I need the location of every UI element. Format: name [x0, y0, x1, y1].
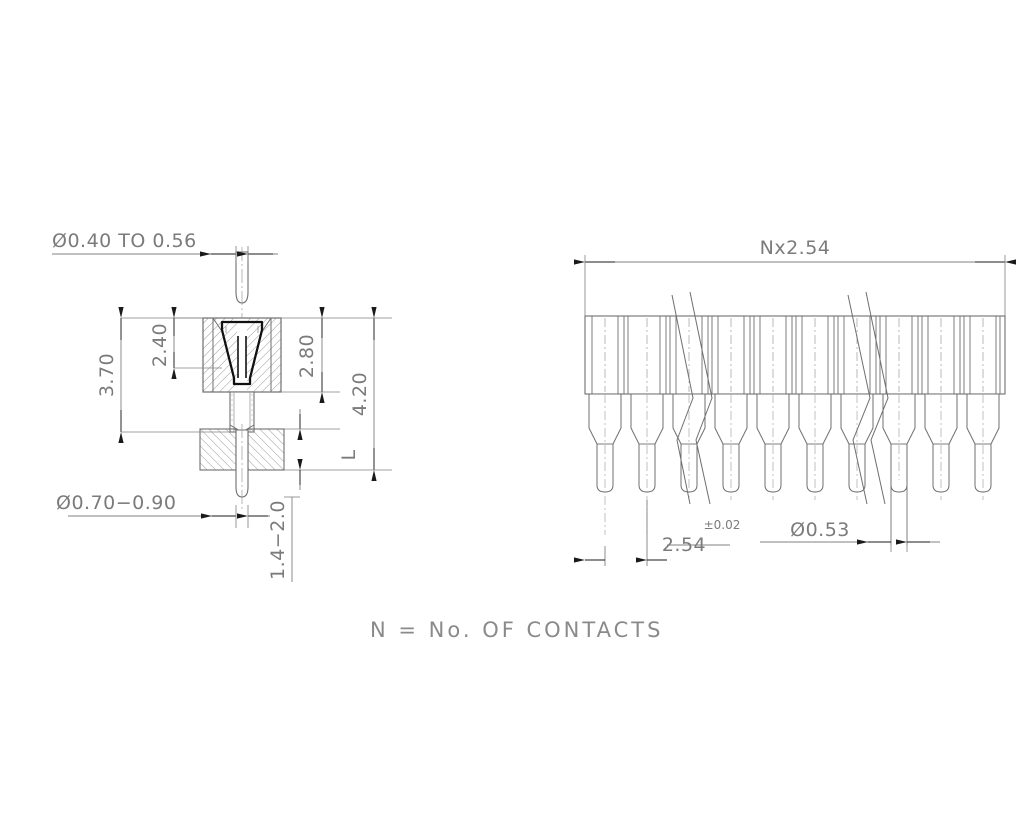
dim-label-panel-thickness: L [338, 449, 360, 460]
dim-body-height: 2.80 [281, 307, 340, 403]
dim-label-top-pin-diameter: Ø0.40 TO 0.56 [52, 230, 197, 252]
dim-label-overall-upper: 3.70 [96, 353, 118, 397]
dim-total-height: 4.20 [284, 307, 392, 481]
dim-pitch: 2.54 ±0.02 [574, 500, 741, 566]
pin [672, 393, 706, 500]
dim-tail-length: 1.4−2.0 [267, 496, 300, 582]
dim-label-inner-contact: 2.40 [149, 323, 171, 367]
pin [756, 393, 790, 500]
break-line-left [671, 291, 713, 505]
pin [840, 393, 874, 500]
dim-label-body-height: 2.80 [296, 334, 318, 378]
dim-top-pin-diameter: Ø0.40 TO 0.56 [52, 230, 278, 262]
dim-panel-thickness: L [284, 409, 360, 490]
dim-label-total-height: 4.20 [349, 372, 371, 416]
inner-contact-clip-inner-lines [237, 336, 247, 378]
break-line-right [847, 291, 889, 505]
dim-label-pitch-tolerance: ±0.02 [704, 518, 741, 532]
connector-body-block [584, 315, 1006, 395]
pin [588, 393, 622, 535]
pin [924, 393, 958, 500]
dim-label-tail-diameter: Ø0.70−0.90 [56, 492, 176, 514]
dim-overall-upper: 3.70 [96, 307, 230, 443]
dim-label-overall-length: Nx2.54 [760, 237, 831, 259]
insulator-body [202, 317, 282, 393]
pin [714, 393, 748, 500]
pin-array [588, 393, 1000, 545]
dim-label-tail-length: 1.4−2.0 [267, 500, 289, 580]
dim-label-pitch: 2.54 [662, 534, 706, 556]
pin [630, 393, 664, 535]
dim-overall-length: Nx2.54 [574, 237, 1016, 316]
dim-tail-diameter: Ø0.70−0.90 [56, 492, 270, 528]
note-contacts: N = No. OF CONTACTS [370, 618, 663, 642]
contact-bore-walls [225, 326, 259, 333]
dim-inner-contact: 2.40 [149, 307, 222, 379]
barrel-knurl [231, 394, 253, 424]
pcb-panel [199, 428, 285, 471]
inner-contact-clip [220, 320, 264, 386]
right-pin-row-view: Nx2.54 [574, 237, 1016, 566]
left-cross-section-view: Ø0.40 TO 0.56 3.70 2.40 2.8 [52, 230, 392, 582]
pin [798, 393, 832, 500]
dim-label-pin-diameter: Ø0.53 [790, 519, 850, 541]
pin [966, 393, 1000, 500]
dim-pin-diameter: Ø0.53 [760, 500, 940, 552]
